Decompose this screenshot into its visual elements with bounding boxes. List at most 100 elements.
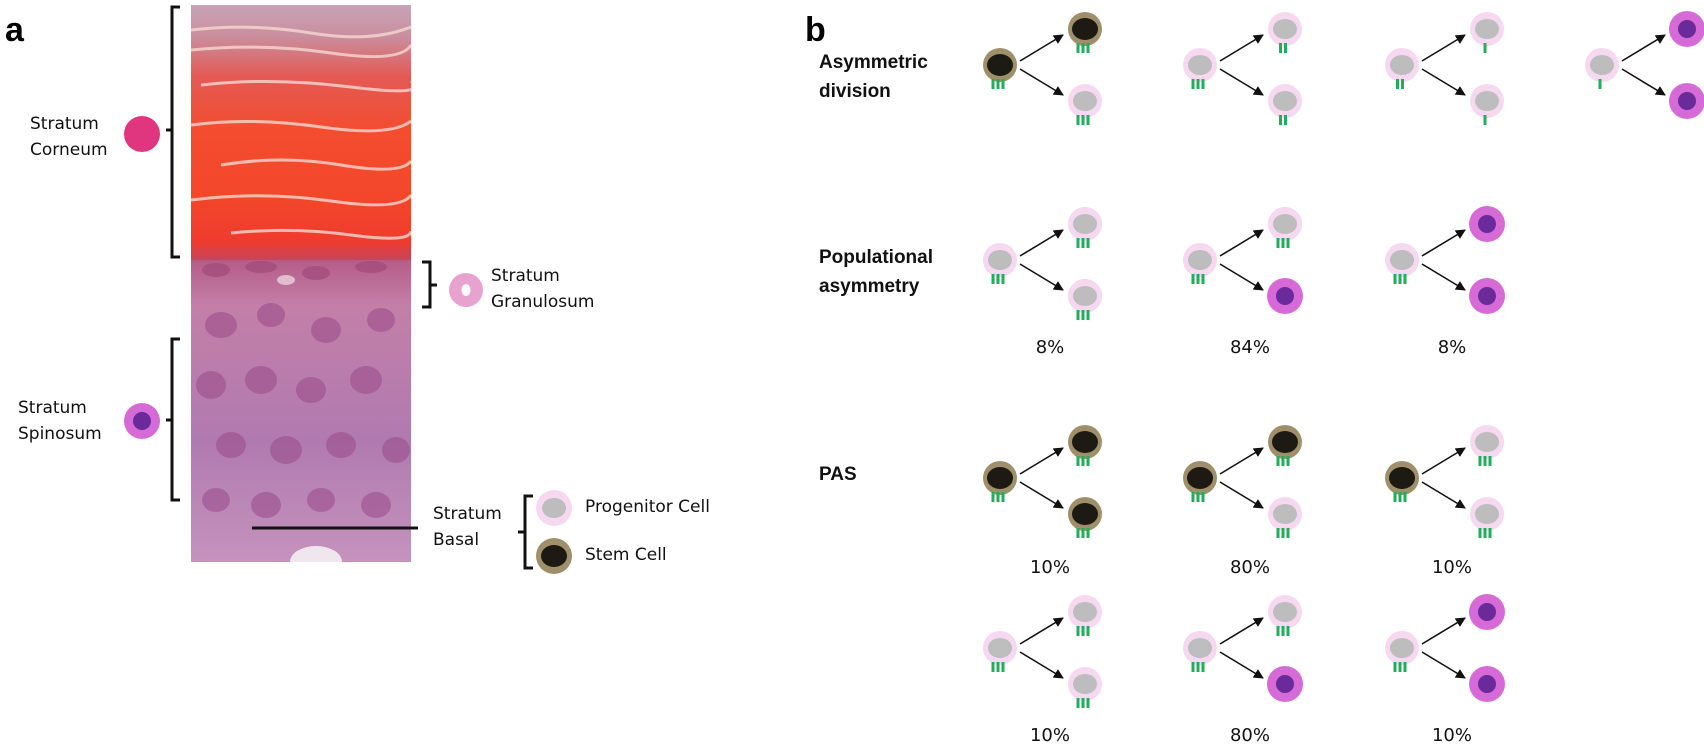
parent-cell <box>983 631 1017 672</box>
division-tag-mark <box>1191 79 1195 89</box>
division-tag-mark <box>1483 115 1487 125</box>
progenitor-cell-nucleus <box>1188 638 1212 658</box>
percent-label: 10% <box>1431 557 1472 578</box>
progenitor-cell-nucleus <box>1390 250 1414 270</box>
daughter-cell-top <box>1268 12 1302 53</box>
stem-cell-nucleus <box>1187 467 1213 489</box>
progenitor-cell-nucleus <box>1073 91 1097 111</box>
division-arrow <box>1421 263 1466 291</box>
division-tag-mark <box>1284 115 1287 125</box>
division-tag-mark <box>1001 492 1005 502</box>
division-tag-mark <box>1286 238 1290 248</box>
division-arrow <box>1019 229 1064 257</box>
division-tag-mark <box>1086 43 1090 53</box>
division-tag-mark <box>996 79 1000 89</box>
row-title-line1: Asymmetric <box>819 52 928 73</box>
division-tag-mark <box>1086 310 1090 320</box>
division-tag-mark <box>1001 79 1005 89</box>
daughter-cell-top <box>1469 206 1505 242</box>
stem-cell-nucleus <box>987 54 1013 76</box>
division-tag-mark <box>1279 115 1282 125</box>
progenitor-cell-nucleus <box>1390 55 1414 75</box>
progenitor-cell-nucleus <box>1273 504 1297 524</box>
legend-stem-label: Stem Cell <box>585 545 667 565</box>
division-arrow <box>1219 263 1264 291</box>
stem-cell-nucleus <box>987 467 1013 489</box>
daughter-cell-top <box>1469 594 1505 630</box>
division-arrow <box>1421 651 1466 679</box>
daughter-cell-bottom <box>1068 84 1102 125</box>
daughter-cell-top <box>1669 11 1704 47</box>
division-tag-mark <box>1076 528 1080 538</box>
division-tag-mark <box>1201 274 1205 284</box>
division-tag-mark <box>1191 662 1195 672</box>
row-title-line2: division <box>819 81 891 102</box>
division-tag-mark <box>1081 626 1085 636</box>
parent-cell <box>983 243 1017 284</box>
stem-cell-nucleus <box>1389 467 1415 489</box>
division-tag-mark <box>1201 492 1205 502</box>
stem-cell-nucleus <box>1072 503 1098 525</box>
division-tag-mark <box>1076 43 1080 53</box>
legend-stem-icon <box>536 538 572 574</box>
progenitor-cell-nucleus <box>1390 638 1414 658</box>
progenitor-cell-nucleus <box>1188 250 1212 270</box>
daughter-cell-top <box>1068 207 1102 248</box>
division-tag-mark <box>1076 456 1080 466</box>
division-tag-mark <box>1081 528 1085 538</box>
division-tag-mark <box>1191 274 1195 284</box>
granulosum-bracket <box>422 260 437 309</box>
division-arrow <box>1019 34 1064 62</box>
division-tag-mark <box>1196 274 1200 284</box>
daughter-cell-bottom <box>1268 497 1302 538</box>
progenitor-cell-nucleus <box>1273 602 1297 622</box>
progenitor-cell-nucleus <box>1590 55 1614 75</box>
division-arrow <box>1019 617 1064 645</box>
progenitor-cell-nucleus <box>1475 19 1499 39</box>
division-tag-mark <box>1396 79 1399 89</box>
division-arrow <box>1019 263 1064 291</box>
division-tag-mark <box>1081 456 1085 466</box>
stem-cell-nucleus <box>1272 431 1298 453</box>
parent-cell <box>1183 48 1217 89</box>
division-tag-mark <box>1081 115 1085 125</box>
division-tag-mark <box>1276 238 1280 248</box>
division-tag-mark <box>1483 528 1487 538</box>
division-arrow <box>1219 481 1264 509</box>
panel-a-letter: a <box>5 11 24 49</box>
row-pas-title: PAS <box>819 460 857 489</box>
division-tag-mark <box>1393 492 1397 502</box>
spinosum-cell-icon <box>124 403 160 439</box>
division-arrow <box>1421 34 1466 62</box>
daughter-cell-top <box>1068 595 1102 636</box>
division-arrow <box>1219 229 1264 257</box>
differentiated-cell-nucleus <box>1678 20 1696 38</box>
daughter-cell-bottom <box>1267 666 1303 702</box>
daughter-cell-bottom <box>1470 497 1504 538</box>
parent-cell <box>1183 461 1217 502</box>
division-tag-mark <box>1393 274 1397 284</box>
division-tag-mark <box>1196 662 1200 672</box>
division-tag-mark <box>1076 626 1080 636</box>
division-tag-mark <box>1398 274 1402 284</box>
division-tag-mark <box>1483 43 1487 53</box>
division-tag-mark <box>1403 492 1407 502</box>
division-tag-mark <box>1281 456 1285 466</box>
row-title-line1: PAS <box>819 464 857 485</box>
daughter-cell-top <box>1068 425 1102 466</box>
division-arrow <box>1019 651 1064 679</box>
division-tag-mark <box>1086 238 1090 248</box>
spinosum-label: Stratum Spinosum <box>18 395 102 447</box>
progenitor-cell-nucleus <box>1273 19 1297 39</box>
parent-cell <box>1385 48 1419 89</box>
division-tag-mark <box>1281 528 1285 538</box>
division-tag-mark <box>1403 274 1407 284</box>
basal-label-line2: Basal <box>433 530 480 550</box>
division-tag-mark <box>991 274 995 284</box>
division-tag-mark <box>1086 528 1090 538</box>
division-tag-mark <box>1393 662 1397 672</box>
parent-cell <box>1385 461 1419 502</box>
daughter-cell-bottom <box>1068 497 1102 538</box>
division-tag-mark <box>991 662 995 672</box>
daughter-cell-bottom <box>1669 83 1704 119</box>
